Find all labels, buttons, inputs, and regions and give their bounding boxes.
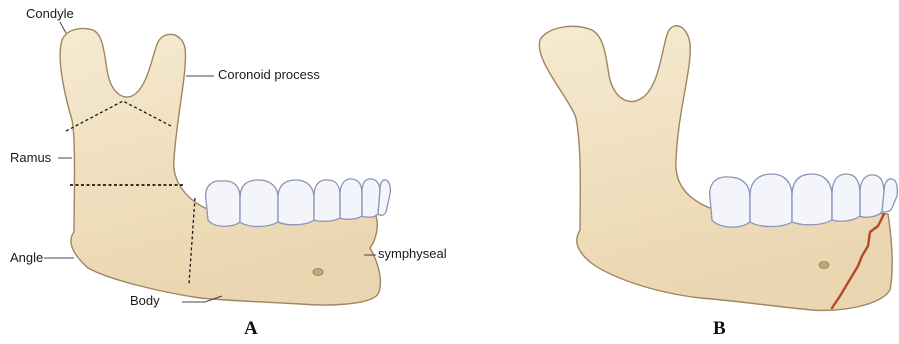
mandible-b: [539, 26, 897, 311]
panel-letter-b: B: [713, 318, 726, 340]
label-coronoid-process: Coronoid process: [218, 67, 320, 82]
mental-foramen-b: [819, 262, 829, 269]
panel-letter-a: A: [244, 318, 258, 340]
label-condyle: Condyle: [26, 6, 74, 21]
label-ramus: Ramus: [10, 150, 51, 165]
mandible-b-bone: [539, 26, 892, 311]
mandible-a: [44, 22, 390, 305]
label-body: Body: [130, 293, 160, 308]
label-angle: Angle: [10, 250, 43, 265]
mental-foramen-a: [313, 269, 323, 276]
label-symphyseal: symphyseal: [378, 246, 447, 261]
